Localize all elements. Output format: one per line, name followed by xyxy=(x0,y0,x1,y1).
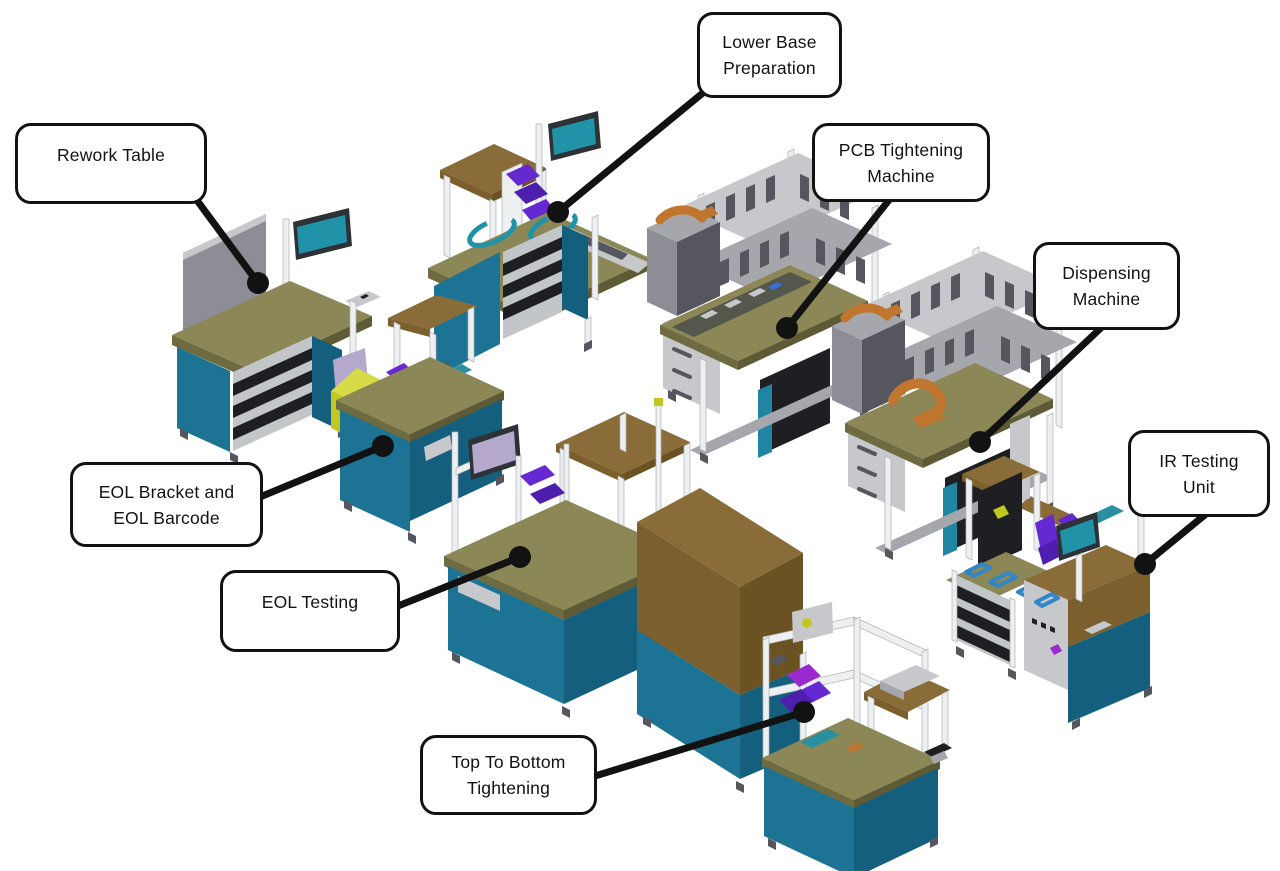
monitor xyxy=(792,602,833,643)
callout-label: PCB Tightening xyxy=(838,139,964,160)
leader-dot-eol-bracket xyxy=(372,435,394,457)
leader-dot-ir-testing xyxy=(1134,553,1156,575)
callout-label: EOL Bracket and xyxy=(98,481,235,502)
machine-lower-base-preparation xyxy=(428,111,652,413)
worktop xyxy=(762,718,940,800)
leader-line-pcb-tightening xyxy=(783,196,893,332)
callout-dispensing-machine: Dispensing Machine xyxy=(1033,242,1180,330)
callout-label: Lower Base xyxy=(722,32,817,52)
purple-fixture xyxy=(787,664,821,687)
leader-line-ir-testing xyxy=(1141,510,1210,568)
leader-dot-pcb-tightening xyxy=(776,317,798,339)
callout-label: EOL Testing xyxy=(261,592,359,612)
leader-line-eol-testing xyxy=(394,553,524,610)
monitor-pole xyxy=(535,123,543,215)
leader-line-eol-bracket xyxy=(256,442,387,501)
worktop xyxy=(172,281,372,371)
conveyor xyxy=(672,272,812,337)
callout-ir-testing-unit: IR Testing Unit xyxy=(1128,430,1270,517)
leader-dot-lower-base-preparation xyxy=(547,201,569,223)
monitor-screen xyxy=(472,431,516,474)
callout-label: IR Testing xyxy=(1159,450,1239,471)
feeder-rack xyxy=(863,251,1065,343)
callout-top-to-bottom-tightening: Top To Bottom Tightening xyxy=(420,735,597,815)
worktop xyxy=(845,363,1053,459)
leader-dot-eol-testing xyxy=(509,546,531,568)
leader-line-top-to-bottom xyxy=(591,708,808,780)
callout-pcb-tightening-machine: PCB Tightening Machine xyxy=(812,123,990,202)
worktop xyxy=(444,500,686,610)
leader-dot-dispensing xyxy=(969,431,991,453)
callout-lower-base-preparation: Lower Base Preparation xyxy=(697,12,842,98)
monitor-pole xyxy=(451,431,459,561)
ring-fixture xyxy=(467,216,517,248)
callout-eol-testing: EOL Testing xyxy=(220,570,400,652)
monitor-screen xyxy=(1060,519,1096,555)
callout-leader-lines xyxy=(192,88,1210,780)
enclosure-top xyxy=(637,488,803,587)
leader-dot-top-to-bottom xyxy=(793,701,815,723)
callout-rework-table: Rework Table xyxy=(15,123,207,204)
leader-line-lower-base-preparation xyxy=(554,88,708,216)
machine-eol-testing xyxy=(444,398,691,718)
leader-dot-rework-table xyxy=(247,272,269,294)
leader-line-dispensing xyxy=(976,322,1107,446)
callout-label: Dispensing xyxy=(1062,263,1151,283)
monitor-screen xyxy=(297,215,347,254)
worktop-brown xyxy=(1024,545,1150,600)
yellow-chute xyxy=(331,368,383,404)
callout-label: Top To Bottom xyxy=(451,752,566,772)
machine-dispensing xyxy=(832,246,1124,560)
callout-label: Rework Table xyxy=(56,144,166,165)
machine-rework-table xyxy=(172,208,381,464)
callout-eol-bracket-and-eol-barcode: EOL Bracket and EOL Barcode xyxy=(70,462,263,547)
leader-line-rework-table xyxy=(192,195,262,287)
machine-ir-testing xyxy=(946,415,1152,730)
machine-eol-bracket-and-barcode xyxy=(331,295,504,544)
purple-fixture xyxy=(506,164,540,186)
monitor-screen xyxy=(552,118,596,155)
purple-fixture xyxy=(520,465,555,486)
worktop xyxy=(336,357,504,434)
